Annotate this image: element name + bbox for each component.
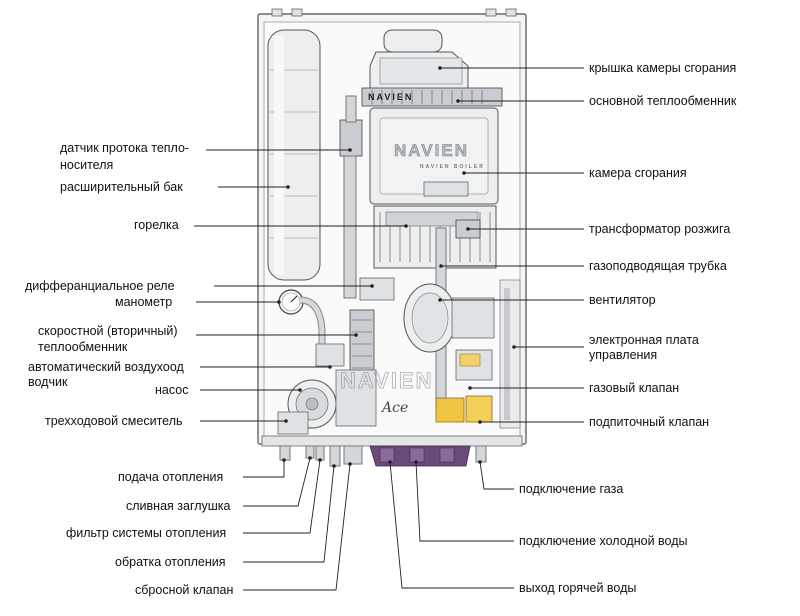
makeup-valve bbox=[435, 395, 493, 423]
label-air-vent-2: водчик bbox=[28, 375, 68, 389]
brand-top-text: NAVIEN bbox=[368, 92, 413, 102]
label-three-way-mixer: трехходовой смеситель bbox=[45, 414, 183, 428]
label-heating-supply: подача отопления bbox=[118, 470, 223, 484]
label-drain-plug: сливная заглушка bbox=[126, 499, 231, 513]
heating-pipe bbox=[343, 155, 357, 299]
label-gas-valve: газовый клапан bbox=[589, 381, 679, 395]
label-ignition-transformer: трансформатор розжига bbox=[589, 222, 730, 236]
label-gas-supply-tube: газоподводящая трубка bbox=[589, 259, 727, 273]
label-fan: вентилятор bbox=[589, 293, 656, 307]
label-relief-valve: сбросной клапан bbox=[135, 583, 233, 597]
leader-lines-right bbox=[438, 66, 584, 424]
main-heat-exchanger: NAVIEN bbox=[361, 87, 503, 107]
control-board bbox=[499, 279, 521, 429]
brand-sub-text: NAVIEN BOILER bbox=[420, 164, 485, 170]
label-flow-sensor-1: датчик протока тепло- bbox=[60, 141, 189, 155]
label-secondary-hx-2: теплообменник bbox=[38, 340, 128, 354]
label-combustion-cover: крышка камеры сгорания bbox=[589, 61, 736, 75]
label-control-board-2: управления bbox=[589, 348, 657, 362]
label-cold-water: подключение холодной воды bbox=[519, 534, 687, 548]
label-control-board-1: электронная плата bbox=[589, 333, 699, 347]
model-script-text: Ace bbox=[380, 400, 408, 416]
label-pump: насос bbox=[155, 383, 188, 397]
three-way-mixer bbox=[277, 411, 309, 435]
label-makeup-valve: подпиточный клапан bbox=[589, 415, 709, 429]
manometer bbox=[278, 289, 304, 315]
combustion-chamber: NAVIEN NAVIEN BOILER bbox=[369, 107, 499, 205]
label-heating-filter: фильтр системы отопления bbox=[66, 526, 226, 540]
label-expansion-tank: расширительный бак bbox=[60, 180, 183, 194]
air-vent bbox=[315, 343, 345, 367]
expansion-tank bbox=[267, 29, 321, 281]
brand-watermark-text: NAVIEN bbox=[340, 368, 434, 393]
label-diff-relay: дифферанциальное реле bbox=[25, 279, 175, 293]
brand-front-text: NAVIEN bbox=[394, 141, 469, 160]
label-flow-sensor-2: носителя bbox=[60, 158, 113, 172]
leader-lines-bottom bbox=[243, 456, 514, 591]
label-heating-return: обратка отопления bbox=[115, 555, 226, 569]
label-air-vent-1: автоматический воздухоод bbox=[28, 360, 185, 374]
label-burner: горелка bbox=[134, 218, 179, 232]
differential-relay bbox=[359, 277, 395, 301]
label-gas-connection: подключение газа bbox=[519, 482, 623, 496]
leader-lines-left bbox=[194, 148, 408, 423]
bottom-connections bbox=[279, 445, 487, 467]
label-manometer: манометр bbox=[115, 295, 172, 309]
label-main-heat-exchanger: основной теплообменник bbox=[589, 94, 737, 108]
fan bbox=[403, 283, 495, 353]
label-combustion-chamber: камера сгорания bbox=[589, 166, 687, 180]
label-hot-water-outlet: выход горячей воды bbox=[519, 581, 636, 595]
gas-valve bbox=[455, 349, 493, 381]
label-secondary-hx-1: скоростной (вторичный) bbox=[38, 324, 178, 338]
